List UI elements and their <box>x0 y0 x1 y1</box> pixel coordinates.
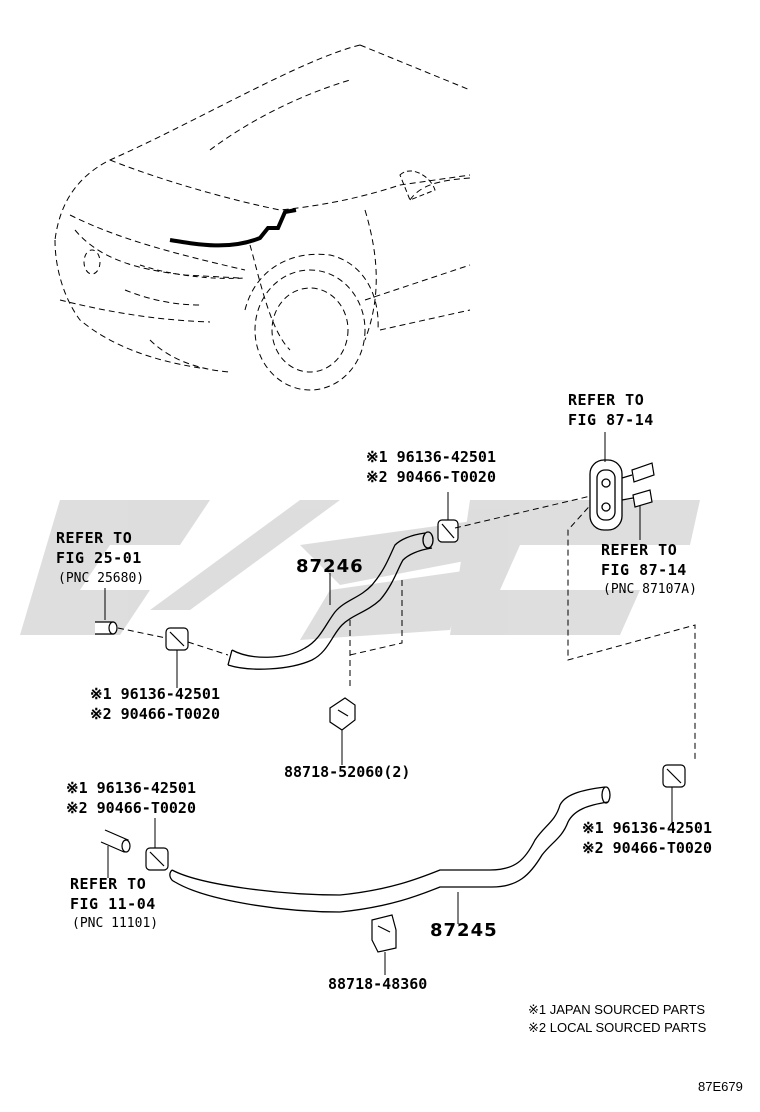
grommet-fig87-14 <box>589 459 623 531</box>
clamp-right-lower-part1: ※1 96136-42501 <box>582 819 712 837</box>
hose-location-highlight <box>169 208 297 248</box>
ref-fig25-01-line1: REFER TO <box>56 529 133 547</box>
clamp-left-lower <box>145 847 169 871</box>
mirror-outline <box>399 170 436 201</box>
part-88718-52060: 88718-52060(2) <box>284 763 411 781</box>
part-88718-48360: 88718-48360 <box>328 975 428 993</box>
hose-87245 <box>169 786 611 913</box>
clamp-right-lower <box>662 764 686 788</box>
clamp-left-mid-part1: ※1 96136-42501 <box>90 685 220 703</box>
ref-fig11-04-line2: FIG 11-04 <box>70 895 156 913</box>
ref-fig25-01-line2: FIG 25-01 <box>56 549 142 567</box>
clamp-left-mid-part2: ※2 90466-T0020 <box>90 705 220 723</box>
clamp-left-lower-part2: ※2 90466-T0020 <box>66 799 196 817</box>
diagram-code: 87E679 <box>698 1079 743 1094</box>
vehicle-outline <box>54 44 471 373</box>
clip-88718-48360 <box>371 914 397 953</box>
ref-fig87-14-right-pnc: (PNC 87107A) <box>603 582 697 597</box>
part-87245: 87245 <box>430 920 498 941</box>
hose-87246 <box>227 531 434 670</box>
ref-fig87-14-top-line2: FIG 87-14 <box>568 411 654 429</box>
wheel-outline <box>244 253 379 391</box>
clip-88718-52060 <box>329 697 356 731</box>
leader-lines-solid <box>104 432 673 924</box>
clamp-top-center-part1: ※1 96136-42501 <box>366 448 496 466</box>
pipe-fig11-04 <box>100 829 131 853</box>
clamp-right-lower-part2: ※2 90466-T0020 <box>582 839 712 857</box>
ref-fig87-14-right-line2: FIG 87-14 <box>601 561 687 579</box>
watermark-logo <box>20 500 700 640</box>
pipe-fig25-01 <box>95 621 118 635</box>
headlight-outline <box>83 249 246 279</box>
ref-fig11-04-line1: REFER TO <box>70 875 147 893</box>
ref-fig87-14-right-line1: REFER TO <box>601 541 678 559</box>
legend-local-sourced: ※2 LOCAL SOURCED PARTS <box>528 1020 707 1035</box>
ref-fig87-14-top-line1: REFER TO <box>568 391 645 409</box>
clamp-top-center <box>437 519 459 543</box>
part-87246: 87246 <box>296 556 364 577</box>
ref-fig25-01-pnc: (PNC 25680) <box>58 571 145 586</box>
clamp-left-lower-part1: ※1 96136-42501 <box>66 779 196 797</box>
ref-fig11-04-pnc: (PNC 11101) <box>72 916 159 931</box>
legend-japan-sourced: ※1 JAPAN SOURCED PARTS <box>528 1002 706 1017</box>
leader-lines-upper <box>117 494 696 760</box>
clamp-top-center-part2: ※2 90466-T0020 <box>366 468 496 486</box>
clamp-left-mid <box>165 627 189 651</box>
pipes-fig87-14 <box>621 462 655 508</box>
